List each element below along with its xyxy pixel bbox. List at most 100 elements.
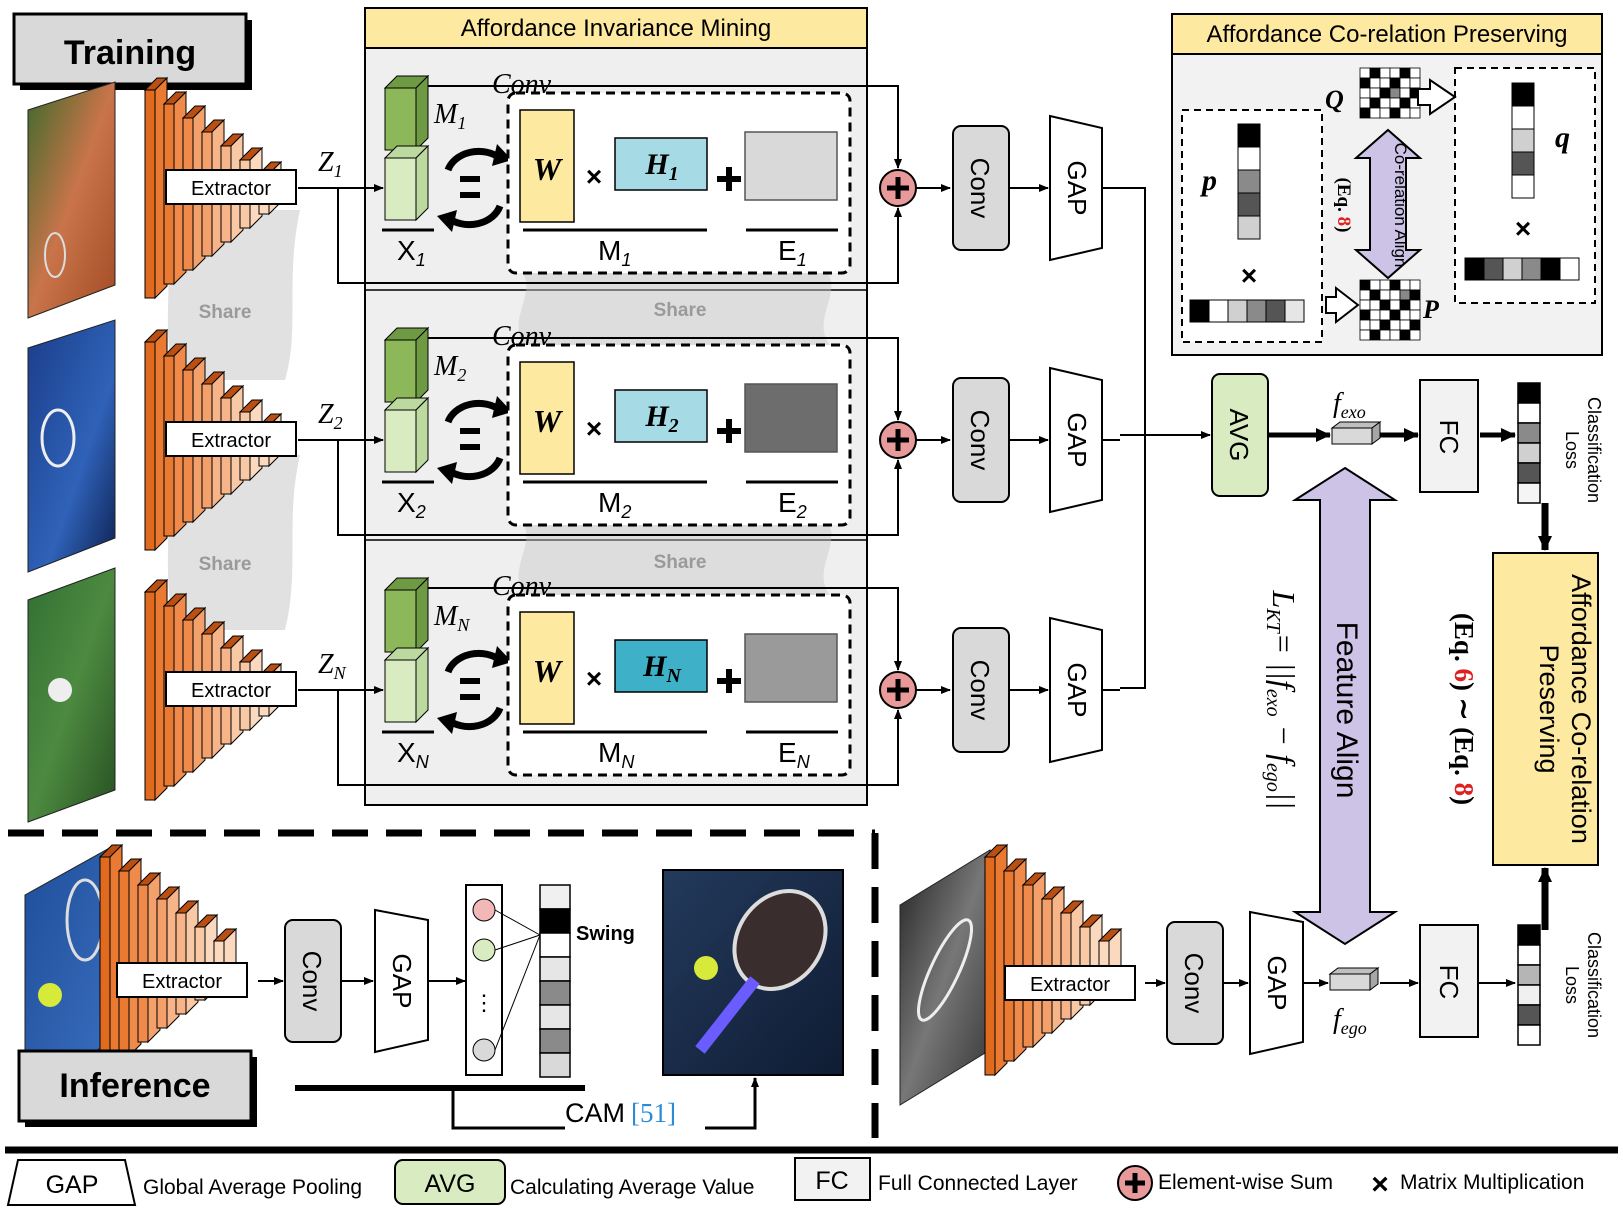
fc-bottom: FC [1419, 924, 1479, 1038]
e-label-2: E2 [778, 487, 807, 522]
inference-extractor-stack: Extractor [98, 843, 248, 1072]
svg-text:Global Average Pooling: Global Average Pooling [143, 1176, 362, 1199]
merge-lines [1120, 187, 1516, 689]
m-cube-1 [383, 74, 430, 152]
x-cube-2 [383, 396, 430, 474]
svg-text:GAP: GAP [1262, 956, 1292, 1011]
training-inference-divider [5, 829, 1618, 1154]
m-underlabel-1: M1 [598, 235, 631, 270]
share-label-2: Share [199, 554, 252, 575]
legend-mult: × Matrix Multiplication [1371, 1168, 1584, 1201]
svg-text:Classification: Classification [1584, 932, 1604, 1038]
ego-image [899, 849, 991, 1106]
svg-text:⋮: ⋮ [473, 990, 495, 1015]
svg-text:W: W [533, 151, 564, 187]
svg-text:Classification: Classification [1584, 397, 1604, 503]
e-label-3: EN [778, 737, 811, 772]
svg-text:Conv: Conv [965, 660, 995, 721]
svg-text:(Eq. 8): (Eq. 8) [1333, 178, 1354, 233]
conv-block-2: Conv [952, 377, 1010, 503]
svg-text:AVG: AVG [425, 1170, 476, 1198]
svg-text:Loss: Loss [1562, 966, 1582, 1004]
z-label-1: Z1 [318, 147, 343, 181]
svg-text:Preserving: Preserving [1534, 644, 1564, 773]
svg-text:Extractor: Extractor [142, 971, 222, 993]
svg-text:Calculating Average Value: Calculating Average Value [510, 1176, 754, 1199]
svg-text:W: W [533, 653, 564, 689]
svg-text:W: W [533, 403, 564, 439]
legend-gap: GAP Global Average Pooling [6, 1159, 362, 1206]
svg-text:GAP: GAP [46, 1171, 99, 1199]
svg-text:Conv: Conv [297, 951, 327, 1012]
x-cube-3 [383, 646, 430, 724]
m-label-3: MN [433, 601, 470, 635]
svg-text:Loss: Loss [1562, 431, 1582, 469]
svg-text:Q: Q [1325, 85, 1344, 114]
svg-text:GAP: GAP [1062, 663, 1092, 718]
share-label-4: Share [654, 552, 707, 573]
ego-conv: Conv [1166, 921, 1224, 1045]
inference-label: Inference [17, 1049, 257, 1127]
gap-block-3: GAP [1049, 616, 1103, 764]
conv-block-3: Conv [952, 627, 1010, 753]
svg-text:H2: H2 [644, 400, 678, 437]
cam-label: CAM[51] [565, 1098, 676, 1128]
svg-text:q: q [1555, 121, 1570, 154]
svg-text:×: × [1515, 213, 1531, 244]
f-exo-feature: fexo [1330, 388, 1382, 445]
svg-text:p: p [1199, 164, 1217, 197]
swing-label: Swing [576, 923, 635, 945]
legend-fc: FC Full Connected Layer [794, 1157, 1078, 1201]
sum-node-2 [879, 421, 917, 459]
svg-text:Feature Align: Feature Align [1330, 622, 1363, 799]
svg-text:Conv: Conv [965, 410, 995, 471]
svg-text:×: × [586, 413, 602, 444]
svg-text:FC: FC [815, 1167, 848, 1195]
gap-block-1: GAP [1049, 114, 1103, 262]
ego-extractor-stack: Extractor [983, 843, 1136, 1077]
extractor-stack-2: Extractor [143, 328, 297, 552]
svg-text:Inference: Inference [59, 1067, 210, 1105]
classification-loss-bottom: Classification Loss [1562, 932, 1604, 1038]
svg-text:Training: Training [64, 34, 196, 72]
m-label-1: M1 [433, 99, 466, 133]
svg-text:FC: FC [1434, 420, 1464, 455]
e-label-1: E1 [778, 235, 807, 270]
f-ego-feature: fego [1328, 967, 1380, 1038]
m-cube-3 [383, 576, 430, 654]
x-cube-1 [383, 144, 430, 222]
inference-gap: GAP [374, 908, 429, 1054]
svg-text:Element-wise Sum: Element-wise Sum [1158, 1171, 1333, 1194]
m-cube-2 [383, 326, 430, 404]
m-label-2: M2 [433, 351, 466, 385]
input-image-3 [27, 567, 116, 823]
extractor-stack-1: Extractor [143, 76, 297, 300]
svg-text:Extractor: Extractor [191, 680, 271, 702]
f-ego-label: fego [1333, 1004, 1367, 1038]
svg-text:×: × [586, 161, 602, 192]
svg-text:Co-relation Align: Co-relation Align [1391, 143, 1410, 268]
share-label-1: Share [199, 302, 252, 323]
m-underlabel-2: M2 [598, 487, 631, 522]
sum-node-1 [879, 169, 917, 207]
legend-sum: Element-wise Sum [1117, 1165, 1333, 1201]
inference-score-vector [539, 884, 571, 1078]
classification-loss-top: Classification Loss [1562, 397, 1604, 503]
training-label: Training [12, 12, 252, 90]
svg-text:Full Connected Layer: Full Connected Layer [878, 1172, 1078, 1195]
share-label-3: Share [654, 300, 707, 321]
svg-text:HN: HN [642, 650, 682, 687]
feature-align-arrow: Feature Align LKT= ||fexo − fego|| [1262, 466, 1399, 946]
svg-text:FC: FC [1434, 965, 1464, 1000]
x-label-3: XN [397, 737, 430, 772]
gap-block-2: GAP [1049, 366, 1103, 514]
svg-text:Conv: Conv [965, 158, 995, 219]
svg-text:GAP: GAP [387, 954, 417, 1009]
acp-eq-range: (Eq. 6) ∼ (Eq. 8) [1449, 613, 1479, 805]
avg-block: AVG [1211, 373, 1269, 497]
x-label-1: X1 [397, 235, 426, 270]
svg-text:AVG: AVG [1224, 409, 1254, 462]
